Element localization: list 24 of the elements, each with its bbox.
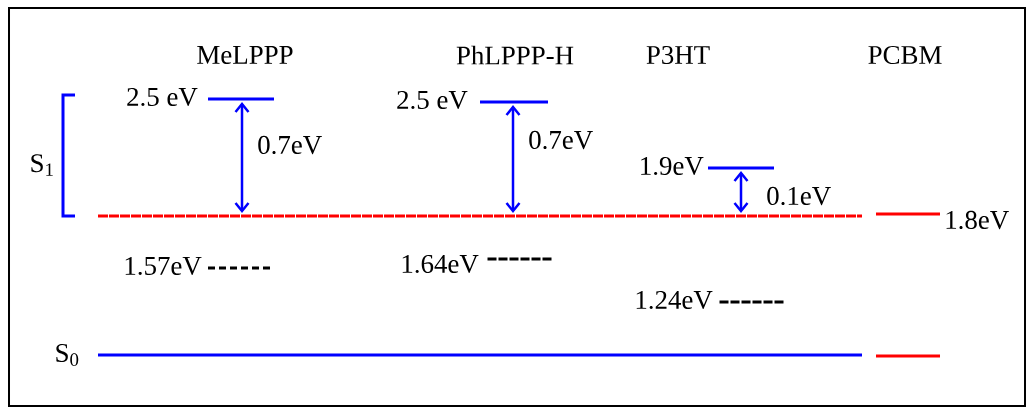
energy-level [874, 212, 942, 216]
energy-level [486, 257, 554, 261]
double-arrow [234, 102, 250, 213]
energy-level [96, 214, 864, 218]
energy-label: 1.9eV [641, 156, 704, 176]
energy-level [718, 300, 786, 304]
material-name: P3HT [646, 45, 710, 65]
edge-label: 0.7eV [527, 129, 595, 151]
energy-label: 2.5 eV [127, 87, 198, 107]
edge-label: 0.7eV [256, 134, 324, 156]
energy-label: 2.5 eV [397, 90, 468, 110]
energy-level [96, 353, 864, 357]
energy-label: 1.8eV [946, 210, 1009, 230]
energy-level [206, 97, 276, 101]
double-arrow [505, 105, 521, 213]
double-arrow [733, 171, 749, 213]
energy-level [478, 100, 550, 104]
edge-label: 0.1eV [765, 185, 833, 207]
energy-level [706, 166, 776, 170]
material-name: PCBM [868, 45, 942, 65]
energy-label: 1.64eV [402, 254, 479, 274]
energy-label: 1.57eV [125, 256, 202, 276]
energy-level [874, 354, 942, 358]
energy-label: 1.24eV [636, 290, 713, 310]
